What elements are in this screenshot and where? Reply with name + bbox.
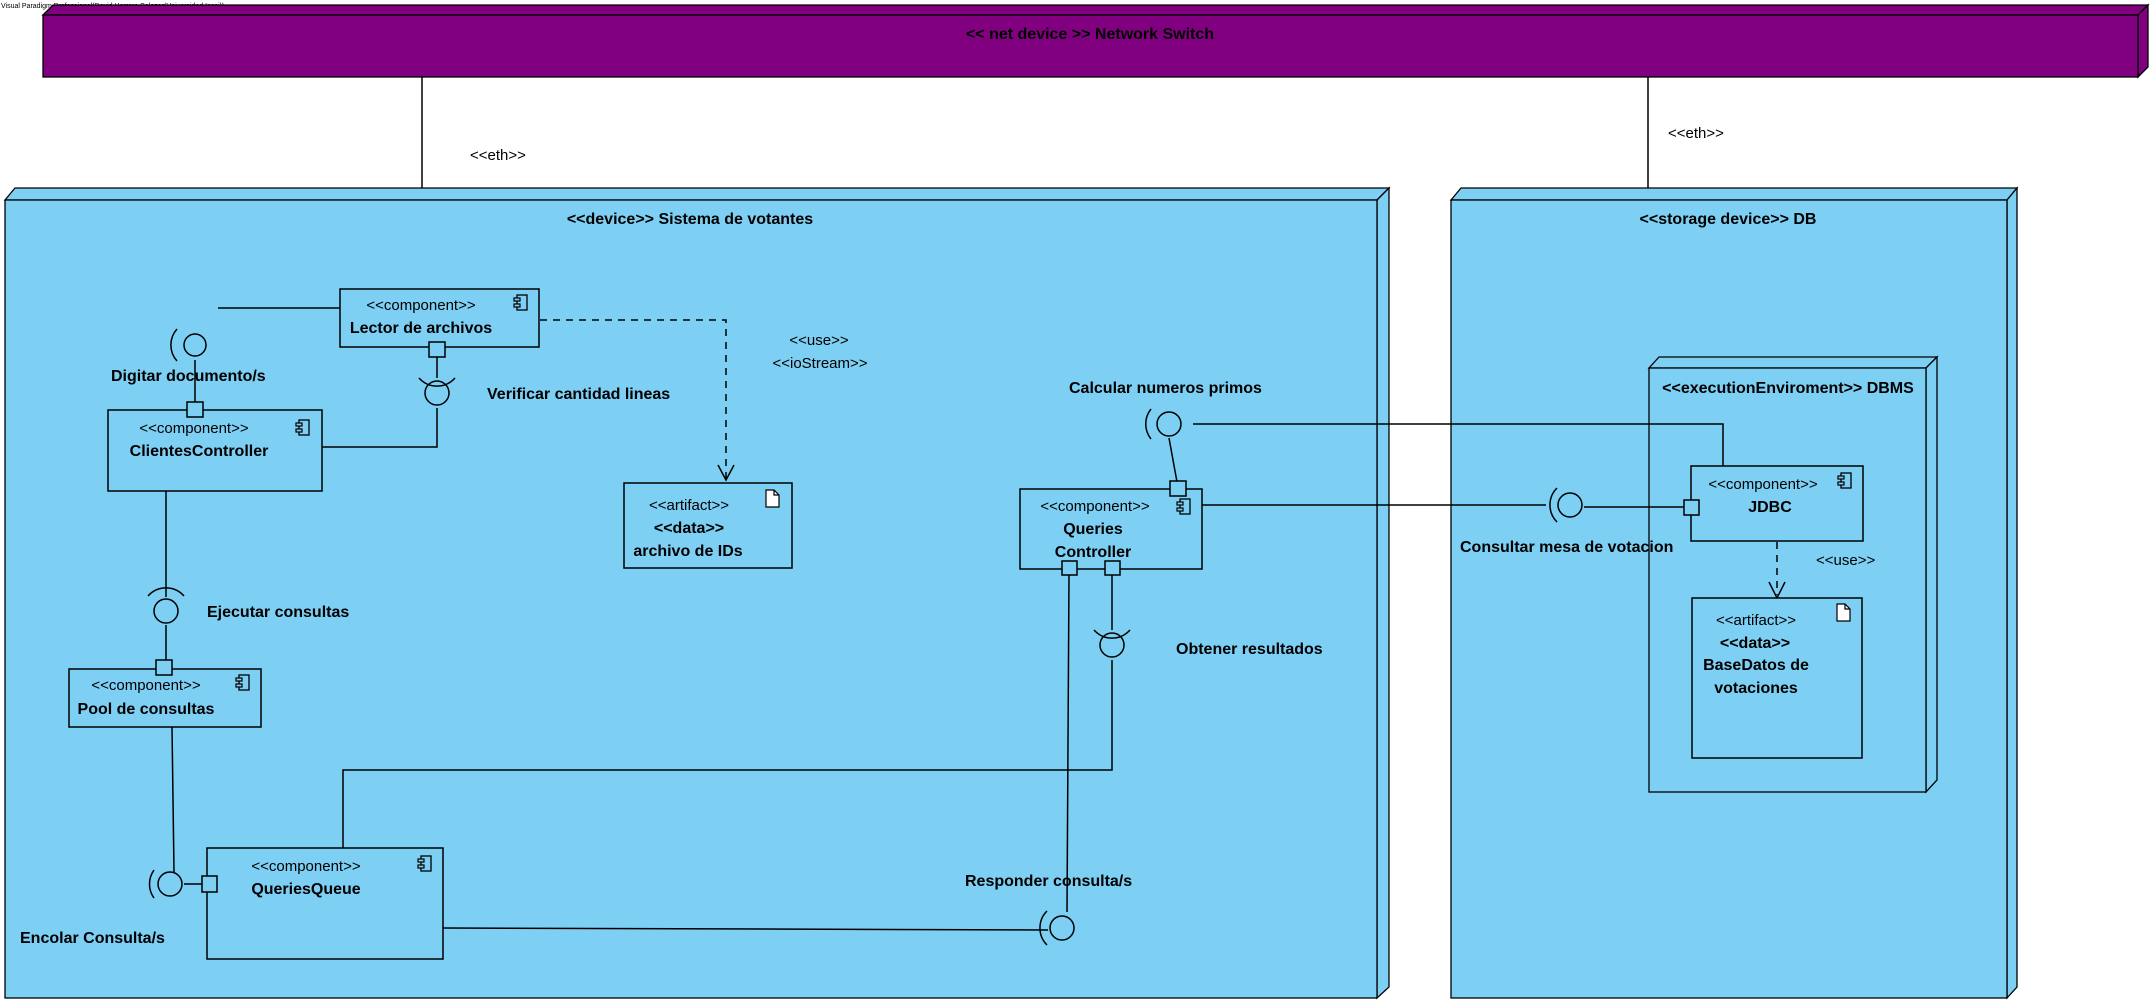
queue-port[interactable] [201, 875, 218, 893]
component-jdbc[interactable]: <<component>> JDBC [1683, 465, 1864, 542]
eth-label-right: <<eth>> [1668, 125, 1724, 142]
queries-ctrl-name-2: Controller [1055, 544, 1131, 561]
interface-label-verificar: Verificar cantidad lineas [487, 386, 670, 403]
artifact-bd-name-1: BaseDatos de [1703, 657, 1809, 674]
jdbc-stereotype: <<component>> [1708, 476, 1817, 493]
artifact-archivo-ids[interactable]: <<artifact>> <<data>> archivo de IDs [623, 482, 793, 569]
interface-label-obtener: Obtener resultados [1176, 641, 1323, 658]
iostream-label: <<ioStream>> [772, 355, 867, 372]
interface-label-consultar: Consultar mesa de votacion [1460, 539, 1673, 556]
artifact-basedatos-votaciones[interactable]: <<artifact>> <<data>> BaseDatos de votac… [1691, 597, 1863, 759]
queries-ctrl-stereotype: <<component>> [1040, 498, 1149, 515]
storage-title: <<storage device>> DB [1640, 211, 1817, 228]
artifact-ids-name: archivo de IDs [633, 543, 742, 560]
device-title: <<device>> Sistema de votantes [567, 211, 813, 228]
lector-port[interactable] [428, 341, 446, 358]
jdbc-name: JDBC [1748, 499, 1792, 516]
pool-port[interactable] [155, 659, 173, 676]
component-queries-queue[interactable]: <<component>> QueriesQueue [201, 847, 444, 960]
artifact-bd-data: <<data>> [1720, 635, 1790, 652]
use-label-jdbc: <<use>> [1816, 552, 1875, 569]
clientes-port[interactable] [186, 401, 204, 418]
queue-name: QueriesQueue [251, 881, 360, 898]
connectors [165, 307, 1786, 931]
clientes-stereotype: <<component>> [139, 420, 248, 437]
queue-stereotype: <<component>> [251, 858, 360, 875]
lector-stereotype: <<component>> [366, 297, 475, 314]
interface-label-responder: Responder consulta/s [965, 873, 1132, 890]
component-clientes-controller[interactable]: <<component>> ClientesController [107, 401, 323, 492]
interface-label-encolar: Encolar Consulta/s [20, 930, 165, 947]
interface-label-digitar: Digitar documento/s [111, 368, 266, 385]
component-lector-archivos[interactable]: <<component>> Lector de archivos [339, 288, 540, 358]
queries-ctrl-port-bottom-left[interactable] [1061, 560, 1078, 576]
queries-ctrl-port-top[interactable] [1169, 480, 1187, 497]
artifact-ids-data: <<data>> [654, 520, 724, 537]
switch-title: << net device >> Network Switch [966, 26, 1214, 43]
artifact-bd-stereotype: <<artifact>> [1716, 612, 1796, 629]
component-queries-controller[interactable]: <<component>> Queries Controller [1019, 480, 1203, 576]
pool-name: Pool de consultas [78, 701, 215, 718]
artifact-bd-name-2: votaciones [1714, 680, 1798, 697]
interface-label-ejecutar: Ejecutar consultas [207, 604, 349, 621]
lector-name: Lector de archivos [350, 320, 492, 337]
jdbc-port[interactable] [1683, 499, 1700, 516]
queries-ctrl-port-bottom-right[interactable] [1104, 560, 1121, 576]
eth-label-left: <<eth>> [470, 147, 526, 164]
artifact-ids-stereotype: <<artifact>> [649, 497, 729, 514]
use-label-ids: <<use>> [789, 332, 848, 349]
dbms-title: <<executionEnviroment>> DBMS [1662, 380, 1914, 397]
pool-stereotype: <<component>> [91, 677, 200, 694]
component-pool-consultas[interactable]: <<component>> Pool de consultas [68, 659, 262, 728]
interface-label-calcular: Calcular numeros primos [1069, 380, 1262, 397]
clientes-name: ClientesController [130, 443, 269, 460]
interface-symbols [147, 328, 1583, 946]
queries-ctrl-name-1: Queries [1063, 521, 1123, 538]
network-switch-node[interactable]: << net device >> Network Switch [41, 3, 2150, 79]
